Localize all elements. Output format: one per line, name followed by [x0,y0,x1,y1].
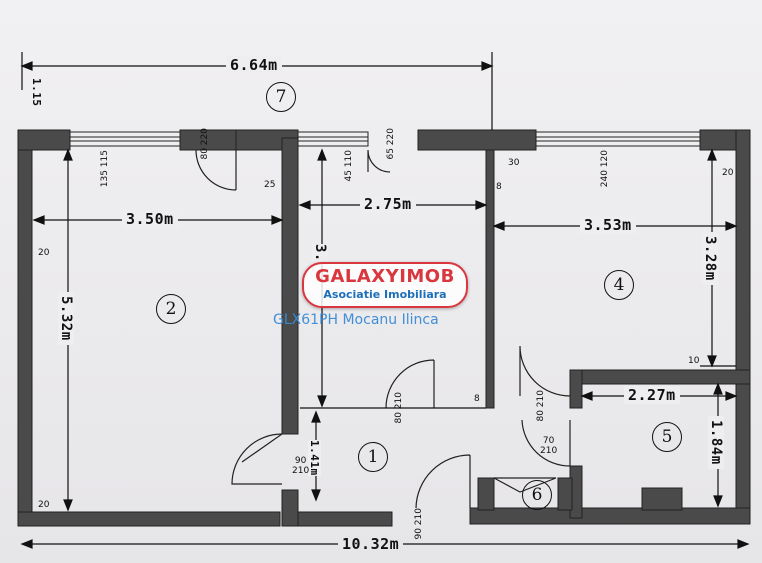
door-room2-top-label: 80 220 [200,128,210,160]
dim-room5-length: 1.84m [708,416,724,469]
dim-room3-length: 3. [312,244,328,262]
wall-label-10: 10 [688,356,700,366]
wall-room6-right [557,477,573,511]
win-room2-label: 135 115 [100,150,110,188]
wall-label-30: 30 [508,158,520,168]
wall-bottom-mid [295,511,393,527]
wall-top-right [417,129,537,151]
bath-fixture [641,487,683,511]
dim-room2-length: 5.32m [58,292,74,345]
wall-top-left [17,129,71,151]
room-5-label: 5 [652,422,682,452]
dim-room4-width: 3.53m [580,216,636,234]
door-entry-label: 90 210 [414,508,424,540]
watermark-subtitle: Asociatie Imobiliara [323,288,447,301]
wall-label-25: 25 [264,180,276,190]
dim-balcony-depth: 1.15 [30,78,43,107]
room-4-label: 4 [604,270,634,300]
door-room4-label: 80 210 [536,390,546,422]
wall-label-20-right: 20 [722,168,734,178]
watermark-brand: GALAXYIMOB [315,266,455,287]
dim-top-width: 6.64m [226,56,282,74]
galaxyimob-watermark-logo: GALAXYIMOB Asociatie Imobiliara [302,262,468,308]
watermark-listing-code: GLX61PH Mocanu Ilinca [273,312,439,328]
wall-room6-left [477,477,495,511]
wall-bottom-right [469,507,751,525]
room-2-label: 2 [156,294,186,324]
wall-label-8-bottom: 8 [474,394,480,404]
wall-label-20-left: 20 [38,248,50,258]
wall-bottom-left [17,511,281,527]
dim-room4-length: 3.28m [702,232,718,285]
wall-room5-top [569,369,751,385]
win-room3a-label: 45 110 [344,150,354,182]
door-room3-label: 80 210 [394,392,404,424]
dim-overall-width: 10.32m [338,535,404,553]
room-6-label: 6 [522,480,552,510]
room-1-label: 1 [358,442,388,472]
wall-interior-3-4 [485,149,495,409]
dim-room2-width: 3.50m [122,210,178,228]
win-room4-label: 240 120 [600,150,610,188]
room-7-label: 7 [266,82,296,112]
dim-hall-length: 1.41m [308,440,321,476]
wall-label-8-top: 8 [496,182,502,192]
dim-room5-width: 2.27m [624,386,680,404]
wall-label-20-bottom: 20 [38,500,50,510]
wall-interior-2-1 [281,489,299,527]
wall-room5-left-a [569,369,583,409]
dim-room3-width: 2.75m [360,195,416,213]
wall-right [735,129,751,525]
door-room3-top-label: 65 220 [386,128,396,160]
wall-interior-2-3 [281,137,299,435]
wall-left [17,129,33,527]
